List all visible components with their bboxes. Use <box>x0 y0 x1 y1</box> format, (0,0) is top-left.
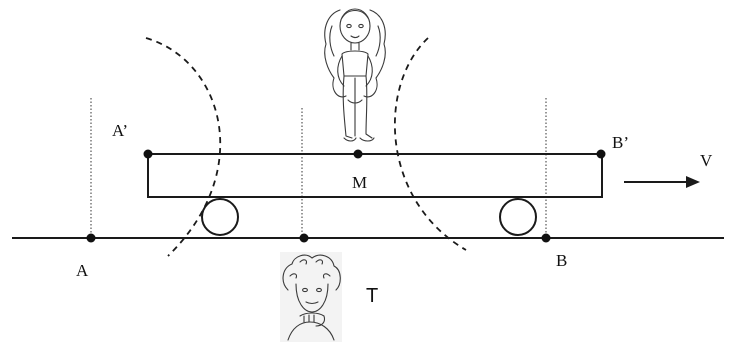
label-V: V <box>700 151 713 170</box>
label-T: T <box>366 285 378 307</box>
point-M <box>353 149 363 159</box>
point-A-prime <box>143 149 153 159</box>
label-B: B <box>556 251 567 270</box>
point-T <box>299 233 309 243</box>
wheel-left <box>201 198 239 236</box>
wheel-right <box>499 198 537 236</box>
girl-standing-icon <box>324 8 386 142</box>
point-B <box>541 233 551 243</box>
label-M: M <box>352 173 367 192</box>
point-B-prime <box>596 149 606 159</box>
train-wagon <box>147 153 603 198</box>
wavefront-left <box>145 37 221 257</box>
wavefront-right <box>394 37 467 251</box>
label-B-prime: B’ <box>612 133 629 152</box>
girl-portrait-icon <box>280 252 342 342</box>
velocity-arrow <box>624 176 700 188</box>
label-A-prime: A’ <box>112 121 128 140</box>
point-A <box>86 233 96 243</box>
label-A: A <box>76 261 89 280</box>
